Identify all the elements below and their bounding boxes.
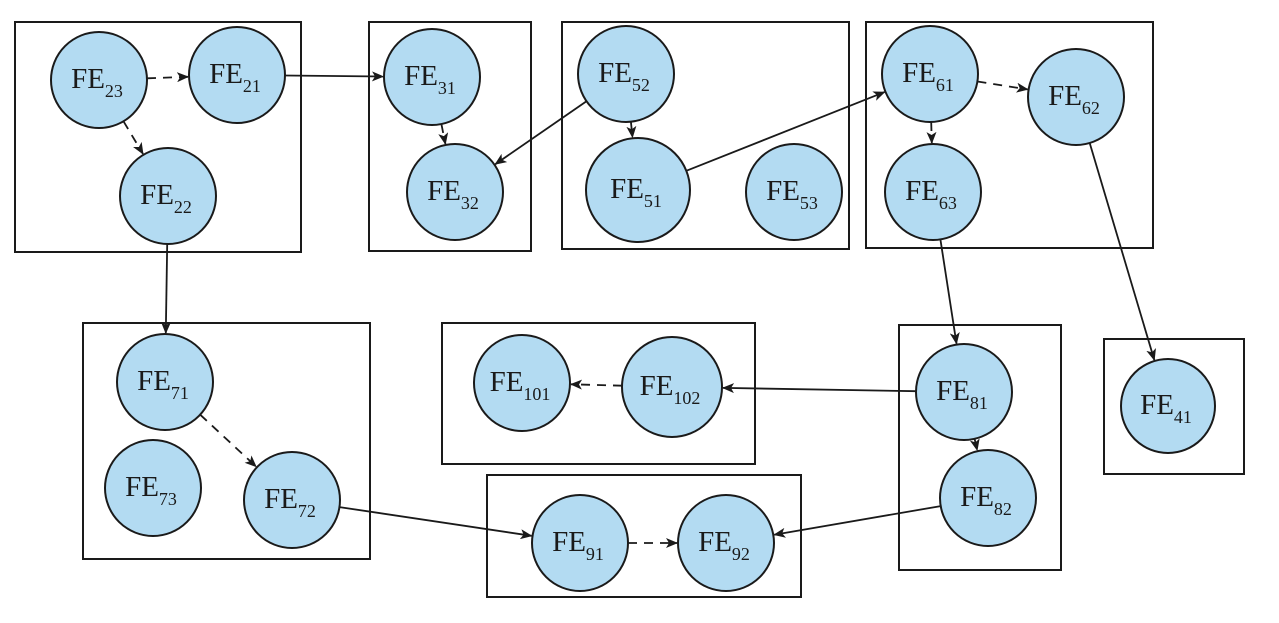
- node-circle: [881, 25, 979, 123]
- edge-fe21-to-fe31: [284, 71, 384, 82]
- edge-fe82-to-fe92: [773, 505, 941, 538]
- node-circle: [1120, 358, 1216, 454]
- edge-fe23-to-fe22: [122, 120, 144, 155]
- edge-fe22-to-fe71: [160, 243, 171, 334]
- node-circle: [939, 449, 1037, 547]
- node-circle: [585, 137, 691, 243]
- node-fe81: FE81: [915, 343, 1013, 441]
- edge-fe102-to-fe101: [570, 379, 623, 390]
- node-fe51: FE51: [585, 137, 691, 243]
- node-fe52: FE52: [577, 25, 675, 123]
- edge-fe61-to-fe63: [926, 121, 937, 144]
- node-fe31: FE31: [383, 28, 481, 126]
- node-fe73: FE73: [104, 439, 202, 537]
- group-box-g10: [441, 322, 756, 465]
- node-fe22: FE22: [119, 147, 217, 245]
- node-circle: [116, 333, 214, 431]
- node-circle: [406, 143, 504, 241]
- node-fe23: FE23: [50, 31, 148, 129]
- node-circle: [50, 31, 148, 129]
- node-fe63: FE63: [884, 143, 982, 241]
- group-box-g7: [82, 322, 371, 560]
- node-circle: [531, 494, 629, 592]
- group-box-g4: [1103, 338, 1245, 475]
- node-fe102: FE102: [621, 336, 723, 438]
- node-fe82: FE82: [939, 449, 1037, 547]
- edge-fe81-to-fe82: [969, 438, 980, 452]
- group-box-g3: [368, 21, 532, 252]
- node-fe41: FE41: [1120, 358, 1216, 454]
- node-fe101: FE101: [473, 334, 571, 432]
- group-box-g2: [14, 21, 302, 253]
- node-fe62: FE62: [1027, 48, 1125, 146]
- node-label: FE31: [404, 60, 456, 98]
- edge-fe23-to-fe21: [146, 72, 189, 83]
- node-label: FE62: [1048, 80, 1100, 118]
- node-label: FE21: [209, 58, 261, 96]
- node-circle: [1027, 48, 1125, 146]
- edge-fe62-to-fe41: [1088, 142, 1156, 361]
- node-fe92: FE92: [677, 494, 775, 592]
- node-circle: [884, 143, 982, 241]
- group-box-g6: [865, 21, 1154, 249]
- node-circle: [915, 343, 1013, 441]
- node-fe21: FE21: [188, 26, 286, 124]
- node-label: FE101: [490, 366, 551, 404]
- node-label: FE32: [427, 175, 479, 213]
- node-label: FE23: [71, 63, 123, 101]
- node-circle: [104, 439, 202, 537]
- node-fe61: FE61: [881, 25, 979, 123]
- group-box-g5: [561, 21, 850, 250]
- node-label: FE82: [960, 481, 1012, 519]
- node-label: FE52: [598, 57, 650, 95]
- node-circle: [243, 451, 341, 549]
- edge-fe51-to-fe61: [685, 91, 886, 172]
- node-circle: [473, 334, 571, 432]
- node-label: FE61: [902, 57, 954, 95]
- edge-fe72-to-fe91: [339, 506, 533, 540]
- node-label: FE102: [640, 370, 701, 408]
- node-label: FE91: [552, 526, 604, 564]
- node-circle: [188, 26, 286, 124]
- edge-fe52-to-fe32: [494, 100, 588, 165]
- node-label: FE81: [936, 375, 988, 413]
- node-fe71: FE71: [116, 333, 214, 431]
- node-label: FE41: [1140, 389, 1192, 427]
- edge-fe81-to-fe102: [722, 383, 917, 394]
- node-fe32: FE32: [406, 143, 504, 241]
- node-label: FE53: [766, 175, 818, 213]
- node-label: FE22: [140, 179, 192, 217]
- edge-fe63-to-fe81: [939, 239, 960, 345]
- node-label: FE51: [610, 173, 662, 211]
- node-fe72: FE72: [243, 451, 341, 549]
- node-fe53: FE53: [745, 143, 843, 241]
- node-fe91: FE91: [531, 494, 629, 592]
- node-label: FE71: [137, 365, 189, 403]
- edge-fe61-to-fe62: [977, 80, 1029, 93]
- edge-fe31-to-fe32: [438, 123, 449, 145]
- node-label: FE63: [905, 175, 957, 213]
- node-circle: [119, 147, 217, 245]
- node-circle: [383, 28, 481, 126]
- group-box-g9: [486, 474, 802, 598]
- edge-fe71-to-fe72: [199, 414, 257, 468]
- node-label: FE72: [264, 483, 316, 521]
- node-circle: [677, 494, 775, 592]
- node-circle: [745, 143, 843, 241]
- group-box-g8: [898, 324, 1062, 571]
- edge-fe52-to-fe51: [626, 121, 637, 139]
- node-label: FE92: [698, 526, 750, 564]
- node-label: FE73: [125, 471, 177, 509]
- node-circle: [577, 25, 675, 123]
- node-circle: [621, 336, 723, 438]
